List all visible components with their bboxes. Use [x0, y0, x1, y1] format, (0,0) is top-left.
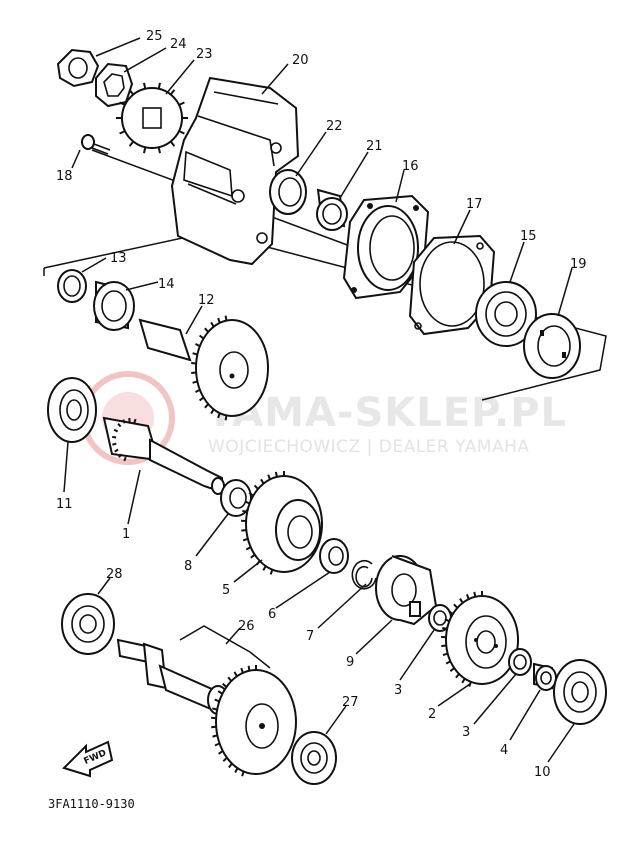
- callout-21: 21: [366, 139, 383, 154]
- callout-26: 26: [238, 619, 255, 634]
- callout-19: 19: [570, 257, 587, 272]
- leader-lines: [63, 37, 575, 763]
- part-27-bearing: [291, 731, 337, 785]
- part-18-bolt: [81, 134, 111, 155]
- part-16-bearing-housing: [342, 194, 430, 300]
- part-6-washer: [319, 538, 349, 574]
- callout-3-upper: 3: [394, 683, 402, 698]
- callout-28: 28: [106, 567, 123, 582]
- part-25-nut: [56, 48, 100, 88]
- callout-17: 17: [466, 197, 483, 212]
- callout-24: 24: [170, 37, 187, 52]
- callout-14: 14: [158, 277, 175, 292]
- part-5-gear: [241, 471, 323, 575]
- callout-13: 13: [110, 251, 127, 266]
- callout-6: 6: [268, 607, 276, 622]
- part-4-collar: [533, 662, 557, 691]
- callout-3-lower: 3: [462, 725, 470, 740]
- part-26-drive-shaft: [116, 638, 297, 777]
- part-28-bearing: [61, 593, 115, 655]
- diagram-code: 3FA1110-9130: [48, 797, 135, 811]
- part-14-needle-bearing: [93, 280, 135, 331]
- callout-16: 16: [402, 159, 419, 174]
- callout-23: 23: [196, 47, 213, 62]
- callout-18: 18: [56, 169, 73, 184]
- part-11-bearing: [47, 377, 97, 443]
- part-12-gear-shaft: [138, 315, 269, 421]
- part-24-lock-washer: [95, 62, 134, 108]
- callout-10: 10: [534, 765, 551, 780]
- group-outline: [43, 231, 607, 401]
- part-21-collar: [316, 188, 348, 231]
- part-1-main-shaft: [102, 416, 225, 495]
- callout-4: 4: [500, 743, 508, 758]
- part-9-dog-clutch: [375, 555, 438, 626]
- part-3-washer-lower: [508, 648, 532, 676]
- part-20-housing: [170, 76, 300, 266]
- callout-15: 15: [520, 229, 537, 244]
- part-17-gasket: [408, 234, 496, 336]
- part-23-sprocket: [116, 82, 188, 154]
- callout-22: 22: [326, 119, 343, 134]
- callout-9: 9: [346, 655, 354, 670]
- callout-1: 1: [122, 527, 130, 542]
- part-19-retainer: [523, 313, 581, 379]
- fwd-arrow-icon: FWD: [62, 740, 114, 778]
- callout-2: 2: [428, 707, 436, 722]
- callout-25: 25: [146, 29, 163, 44]
- callout-27: 27: [342, 695, 359, 710]
- part-7-circlip: [351, 559, 377, 590]
- callout-11: 11: [56, 497, 73, 512]
- part-2-gear: [441, 591, 519, 687]
- callout-20: 20: [292, 53, 309, 68]
- callout-5: 5: [222, 583, 230, 598]
- part-15-bearing: [475, 281, 537, 347]
- watermark-brand: YAMA-SKLEP.PL: [205, 390, 567, 436]
- part-10-bearing: [553, 659, 607, 725]
- watermark: YAMA-SKLEP.PL WOJCIECHOWICZ | DEALER YAM…: [81, 371, 567, 465]
- callouts: 25 24 23 20 22 21 16 17 15 19 13 14 12 1…: [56, 29, 587, 780]
- part-13-washer: [57, 269, 87, 303]
- callout-7: 7: [306, 629, 314, 644]
- watermark-dealer: WOJCIECHOWICZ | DEALER YAMAHA: [208, 437, 530, 457]
- part-22-oil-seal: [269, 169, 307, 215]
- callout-8: 8: [184, 559, 192, 574]
- callout-12: 12: [198, 293, 215, 308]
